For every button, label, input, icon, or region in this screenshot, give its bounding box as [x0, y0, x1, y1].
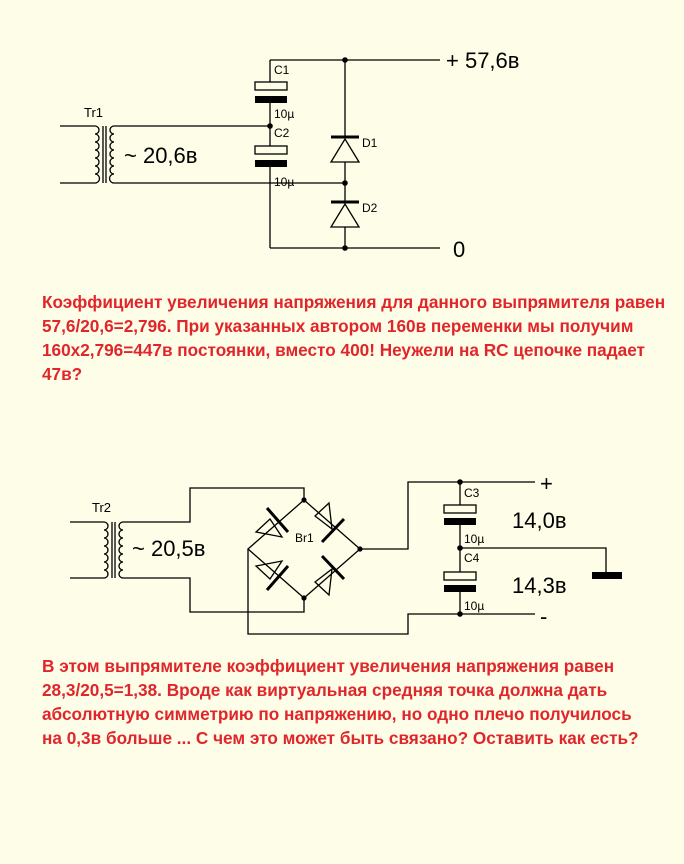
- br1-label: Br1: [295, 531, 314, 545]
- c4-label: C4: [464, 551, 480, 565]
- tr1-label: Tr1: [84, 105, 103, 120]
- c2-value: 10µ: [274, 175, 294, 189]
- c1-label: C1: [274, 63, 290, 77]
- ac-voltage-1: ~ 20,6в: [124, 143, 197, 168]
- c4-value: 10µ: [464, 599, 484, 613]
- c2-label: C2: [274, 126, 290, 140]
- output-positive-label: + 57,6в: [446, 48, 519, 73]
- capacitor-c1: [254, 60, 288, 126]
- d2-label: D2: [362, 201, 378, 215]
- circuit-1: Tr1 ~ 20,6в C1 10µ C2 10µ: [60, 48, 519, 262]
- note-circuit-2: В этом выпрямителе коэффициент увеличени…: [42, 656, 639, 748]
- capacitor-c2: [254, 126, 288, 183]
- note-circuit-1: Коэффициент увеличения напряжения для да…: [42, 292, 666, 384]
- minus-terminal: -: [540, 604, 547, 629]
- c3-value: 10µ: [464, 532, 484, 546]
- ac-voltage-2: ~ 20,5в: [132, 536, 205, 561]
- transformer-tr2: [70, 487, 305, 613]
- d1-label: D1: [362, 136, 378, 150]
- voltage-upper: 14,0в: [512, 508, 567, 533]
- plus-terminal: +: [540, 471, 553, 496]
- tr2-label: Tr2: [92, 500, 111, 515]
- voltage-lower: 14,3в: [512, 573, 567, 598]
- c1-value: 10µ: [274, 107, 294, 121]
- diode-d2: [329, 183, 361, 248]
- output-zero-label: 0: [453, 237, 465, 262]
- transformer-tr1: [60, 125, 345, 184]
- bridge-rectifier-br1: [247, 497, 363, 601]
- capacitor-c4: [443, 548, 477, 614]
- c3-label: C3: [464, 486, 480, 500]
- diode-d1: [329, 60, 361, 183]
- capacitor-c3: [443, 482, 477, 548]
- ground-symbol: [592, 572, 622, 579]
- circuit-2: Tr2 ~ 20,5в Br1: [70, 471, 622, 635]
